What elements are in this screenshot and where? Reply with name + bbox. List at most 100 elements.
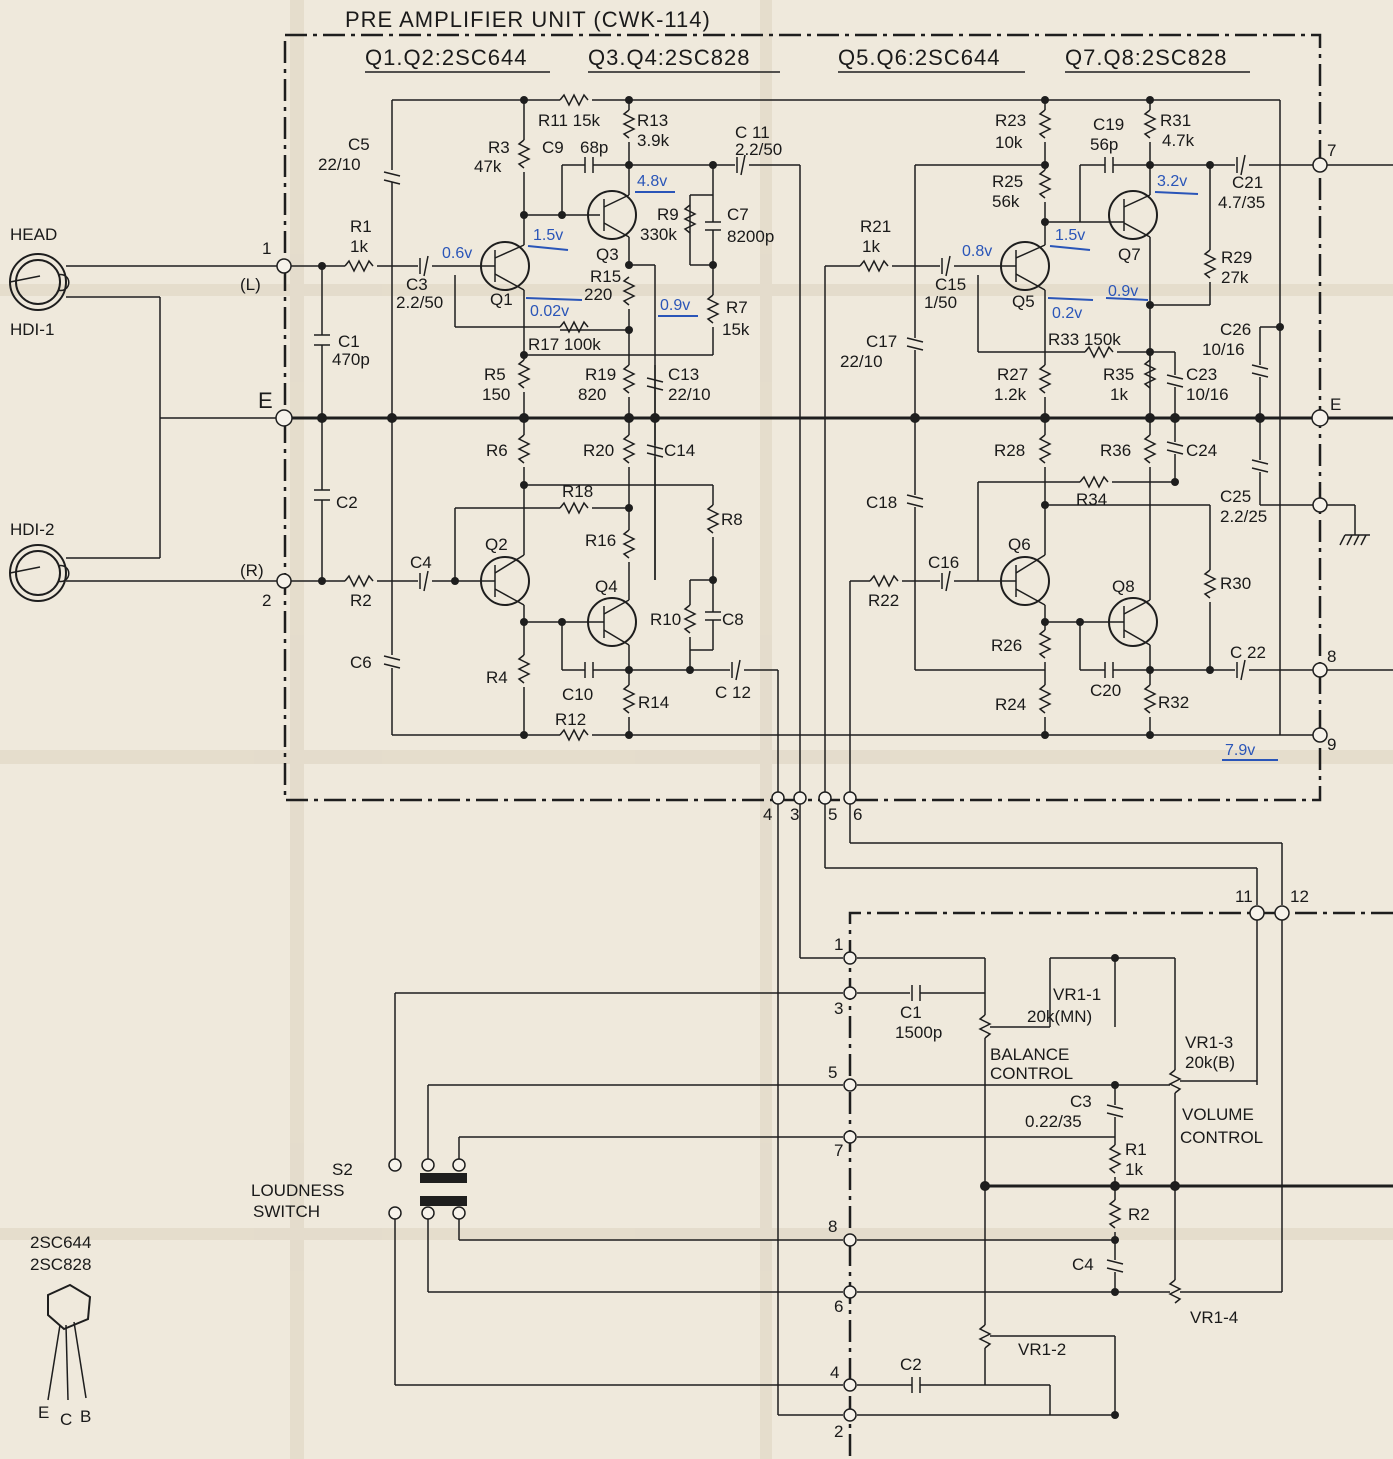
label-components-r14: R14 — [638, 693, 669, 712]
transistor-q7 — [1108, 190, 1158, 240]
label-components-r6: R6 — [486, 441, 508, 460]
label-components-r4: R4 — [486, 668, 508, 687]
label-lower-n4: 4 — [830, 1363, 839, 1382]
label-components-r27b: 1.2k — [994, 385, 1027, 404]
label-components-r12: R12 — [555, 710, 586, 729]
right-channel-wiring — [824, 100, 1370, 795]
label-terminals-tE2: E — [1330, 395, 1341, 414]
label-terminals-t3: 3 — [790, 805, 799, 824]
label-components-c1b: 470p — [332, 350, 370, 369]
label-lower-r2: R2 — [1128, 1205, 1150, 1224]
label-components-c19a: C19 — [1093, 115, 1124, 134]
label-components-r23a: R23 — [995, 111, 1026, 130]
label-components-c7b: 8200p — [727, 227, 774, 246]
label-components-c10: C10 — [562, 685, 593, 704]
label-components-c23b: 10/16 — [1186, 385, 1229, 404]
label-components-r33: R33 150k — [1048, 330, 1121, 349]
label-components-r30: R30 — [1220, 574, 1251, 593]
loudness-switch — [388, 992, 843, 1386]
label-components-r11: R11 15k — [538, 111, 601, 130]
output-terminals: 7 E 8 9 — [1311, 141, 1393, 754]
label-components-c15b: 1/50 — [924, 293, 957, 312]
label-components-c17b: 22/10 — [840, 352, 883, 371]
label-legend-p1: 2SC644 — [30, 1233, 91, 1252]
label-terminals-tL: (L) — [240, 275, 261, 294]
label-components-q3: Q3 — [596, 245, 619, 264]
label-lower-n2: 2 — [834, 1422, 843, 1441]
label-components-q8: Q8 — [1112, 577, 1135, 596]
label-components-c6: C6 — [350, 653, 372, 672]
label-lower-n5: 5 — [828, 1063, 837, 1082]
label-components-c11b: 2.2/50 — [735, 140, 782, 159]
label-components-r9b: 330k — [640, 225, 677, 244]
label-components-r17: R17 100k — [528, 335, 601, 354]
control-boundary — [848, 911, 1393, 1459]
label-components-r31a: R31 — [1160, 111, 1191, 130]
label-components-c5a: C5 — [348, 135, 370, 154]
label-components-r34: R34 — [1076, 490, 1107, 509]
label-voltages-v79: 7.9v — [1225, 742, 1255, 759]
label-components-q6: Q6 — [1008, 535, 1031, 554]
label-terminals-t4: 4 — [763, 805, 772, 824]
head-hd1: HEAD HDI-1 — [9, 225, 70, 339]
label-components-c7a: C7 — [727, 205, 749, 224]
head-label: HEAD — [10, 225, 57, 244]
label-components-r24: R24 — [995, 695, 1026, 714]
label-lower-vol2: CONTROL — [1180, 1128, 1263, 1147]
label-components-r2: R2 — [350, 591, 372, 610]
label-components-r19a: R19 — [585, 365, 616, 384]
label-lower-vr13b: 20k(B) — [1185, 1053, 1235, 1072]
label-lower-c3b: 0.22/35 — [1025, 1112, 1082, 1131]
label-components-c13b: 22/10 — [668, 385, 711, 404]
label-components-r29a: R29 — [1221, 248, 1252, 267]
head-hd2: HDI-2 — [9, 520, 70, 602]
label-lower-vol1: VOLUME — [1182, 1105, 1254, 1124]
junction-dots — [317, 96, 1284, 739]
label-lower-vr11a: VR1-1 — [1053, 985, 1101, 1004]
label-components-r18: R18 — [562, 482, 593, 501]
label-lower-r1a: R1 — [1125, 1140, 1147, 1159]
label-terminals-t9: 9 — [1327, 735, 1336, 754]
label-voltages-v32: 3.2v — [1157, 173, 1187, 190]
label-voltages-v09b: 0.9v — [1108, 283, 1138, 300]
label-components-r7b: 15k — [722, 320, 750, 339]
label-components-c19b: 56p — [1090, 135, 1118, 154]
label-lower-n7: 7 — [834, 1141, 843, 1160]
label-lower-r1b: 1k — [1125, 1160, 1143, 1179]
label-voltages-v002: 0.02v — [530, 303, 569, 320]
label-voltages-v08: 0.8v — [962, 243, 992, 260]
label-components-r13a: R13 — [637, 111, 668, 130]
unit-title: PRE AMPLIFIER UNIT (CWK-114) — [345, 7, 711, 32]
label-components-q5: Q5 — [1012, 292, 1035, 311]
label-components-c20: C20 — [1090, 681, 1121, 700]
voltage-labels: 0.6v 1.5v 4.8v 0.02v 0.9v 0.8v 1.5v 3.2v… — [442, 173, 1278, 761]
label-components-r20: R20 — [583, 441, 614, 460]
label-legend-c: C — [60, 1410, 72, 1429]
label-legend-b: B — [80, 1407, 91, 1426]
label-components-c16: C16 — [928, 553, 959, 572]
label-components-c13a: C13 — [668, 365, 699, 384]
label-components-r1a: R1 — [350, 217, 372, 236]
header: PRE AMPLIFIER UNIT (CWK-114) Q1.Q2:2SC64… — [345, 7, 1250, 73]
component-labels: R11 15k R13 3.9k C 11 2.2/50 C5 22/10 R3… — [318, 111, 1267, 729]
transistors — [480, 190, 1158, 647]
label-terminals-t11: 11 — [1235, 887, 1253, 906]
label-terminals-t1: 1 — [262, 239, 271, 258]
label-components-c14: C14 — [664, 441, 695, 460]
left-channel-wiring — [291, 94, 1320, 795]
label-components-r3b: 47k — [474, 157, 502, 176]
label-components-c3b: 2.2/50 — [396, 293, 443, 312]
label-components-c3a: C3 — [406, 275, 428, 294]
label-lower-vr14: VR1-4 — [1190, 1308, 1238, 1327]
label-components-r21a: R21 — [860, 217, 891, 236]
series-capacitors — [419, 154, 1246, 681]
transistor-q1 — [480, 241, 530, 291]
label-voltages-v15a: 1.5v — [533, 227, 563, 244]
label-components-q4: Q4 — [595, 577, 618, 596]
label-components-c11a: C 11 — [735, 123, 770, 142]
label-lower-c4: C4 — [1072, 1255, 1094, 1274]
q34-type: Q3.Q4:2SC828 — [588, 45, 750, 70]
label-lower-c1a: C1 — [900, 1003, 922, 1022]
label-components-c26b: 10/16 — [1202, 340, 1245, 359]
hd1-label: HDI-1 — [10, 320, 54, 339]
